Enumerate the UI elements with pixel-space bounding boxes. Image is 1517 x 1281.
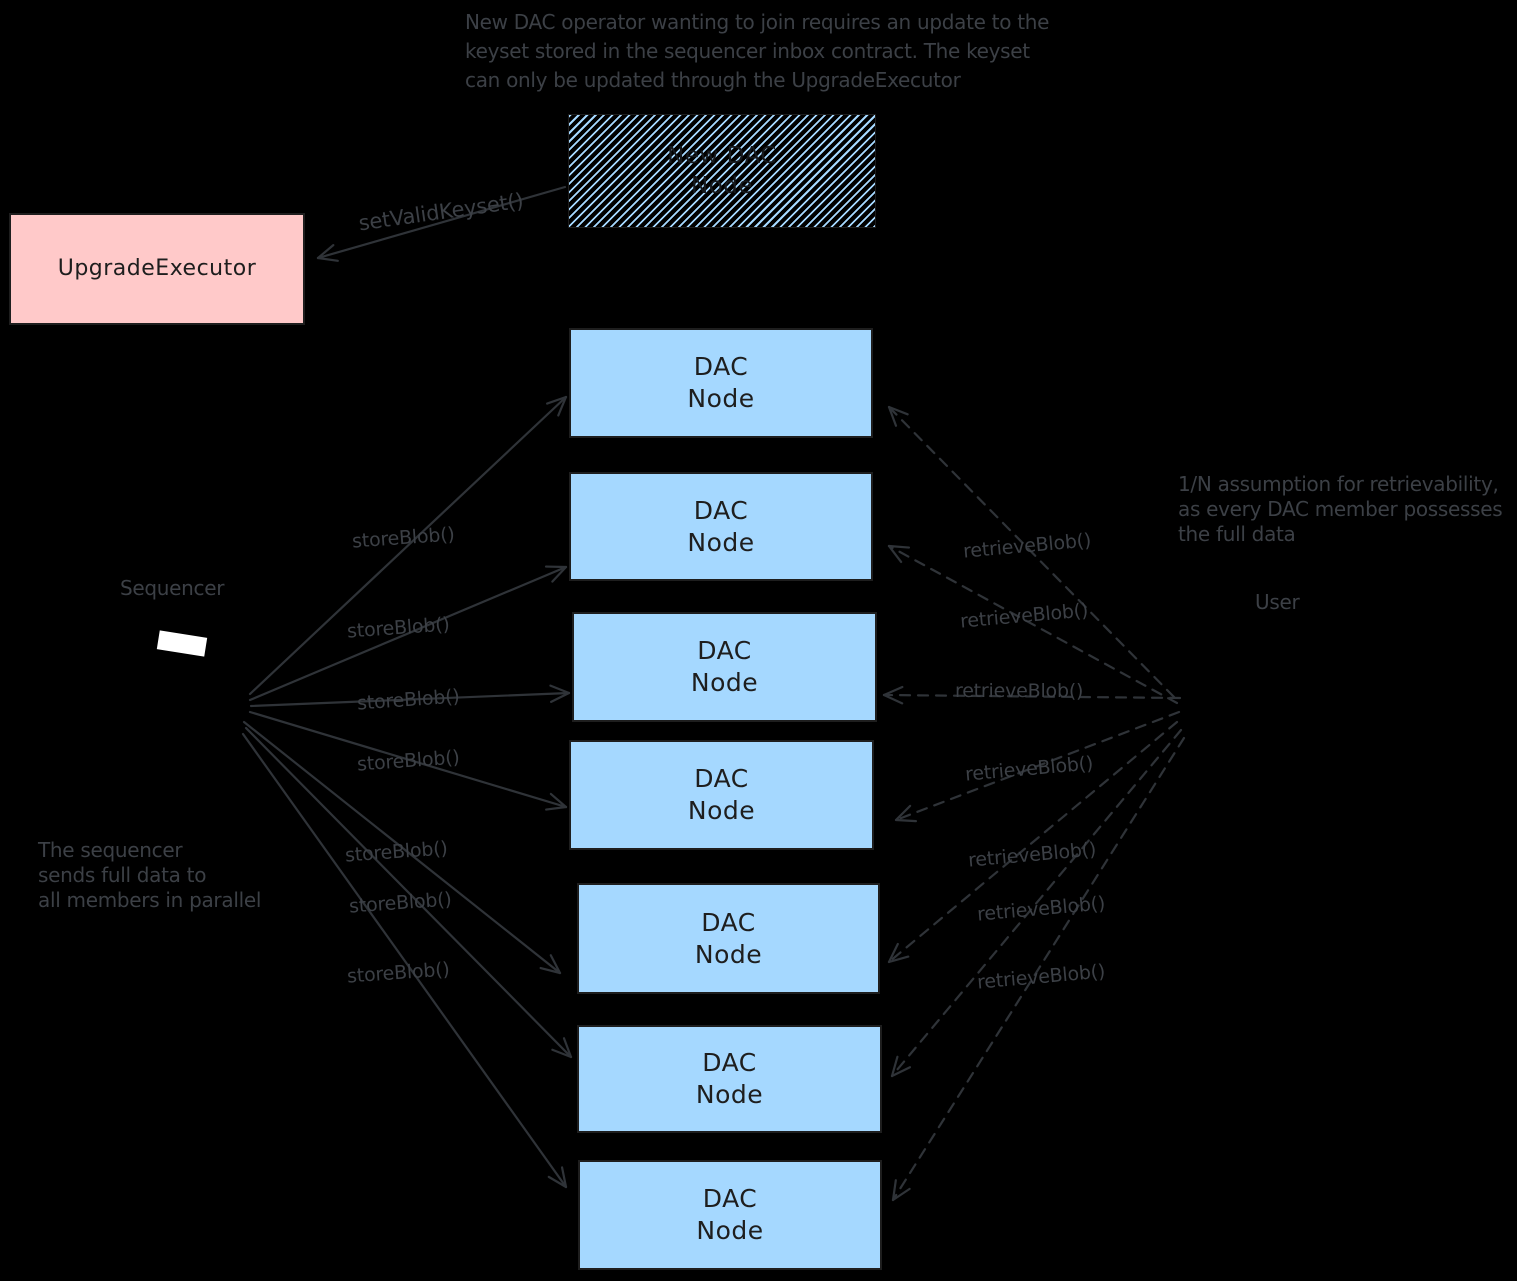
dac-node-box-7: DAC Node — [578, 1160, 882, 1270]
retrieve-blob-arrow-3-head — [882, 685, 904, 697]
store-blob-arrow-7 — [241, 732, 568, 1189]
retrieve-blob-arrow-5 — [887, 720, 1179, 964]
store-blob-arrow-4-head — [549, 792, 568, 809]
dac-node-line1: DAC — [697, 636, 752, 665]
dac-node-line1: DAC — [702, 1184, 758, 1213]
upgrade-executor-box: UpgradeExecutor — [9, 213, 305, 325]
dac-node-line1: DAC — [702, 1048, 757, 1077]
retrieve-blob-arrow-6-head — [890, 1066, 912, 1078]
store-blob-arrow-6 — [244, 726, 573, 1059]
store-blob-arrow-6-head — [551, 1048, 573, 1059]
store-blob-arrow-6-head — [562, 1037, 573, 1059]
dac-node-line1: DAC — [693, 495, 749, 525]
retrieve-blob-label-3: retrieveBlob() — [955, 680, 1084, 702]
retrieve-blob-arrow-1-head — [887, 405, 898, 427]
store-blob-arrow-2-head — [551, 565, 568, 583]
new-dac-node-label-line2: Node — [690, 173, 754, 199]
store-blob-arrow-5-head — [549, 954, 562, 975]
store-blob-arrow-1-head — [546, 395, 568, 405]
dac-node-line1: DAC — [701, 907, 756, 937]
store-blob-arrow-7-head — [560, 1166, 568, 1189]
store-blob-arrow-3-head — [549, 684, 571, 695]
retrieve-blob-arrow-1-head — [887, 405, 909, 416]
dac-node-line2: Node — [687, 384, 755, 413]
store-blob-arrow-4 — [248, 710, 568, 809]
note-line: The sequencer — [38, 838, 183, 862]
sequencer-label: Sequencer — [120, 576, 225, 600]
retrieve-blob-arrow-4 — [894, 710, 1181, 822]
dac-node-box-4: DAC Node — [569, 740, 874, 850]
retrieve-blob-arrow-6 — [890, 728, 1183, 1078]
new-dac-node-label-line1: New DAC — [667, 143, 777, 169]
retrieve-blob-arrow-3-head — [882, 693, 904, 705]
store-blob-arrow-3 — [249, 691, 571, 708]
note-line: can only be updated through the UpgradeE… — [465, 68, 961, 92]
upgrade-executor-label: UpgradeExecutor — [57, 256, 257, 281]
store-blob-arrow-5 — [242, 720, 562, 975]
dac-node-line1: DAC — [694, 764, 749, 793]
set-valid-keyset-arrow-head — [316, 244, 335, 260]
retrievability-note: 1/N assumption for retrievability, as ev… — [1178, 472, 1503, 547]
store-blob-arrow-7-head — [547, 1175, 568, 1189]
retrieve-blob-arrow-7-head — [891, 1187, 911, 1202]
note-line: 1/N assumption for retrievability, — [1178, 472, 1499, 496]
dac-node-box-1: DAC Node — [569, 328, 873, 438]
retrieve-blob-arrow-2-head — [887, 544, 903, 564]
retrieve-blob-arrow-7-head — [891, 1179, 897, 1202]
dac-node-line2: Node — [687, 527, 755, 557]
note-line: keyset stored in the sequencer inbox con… — [465, 39, 1030, 63]
store-blob-arrow-1 — [248, 395, 568, 696]
dac-node-line2: Node — [696, 1216, 764, 1245]
store-blob-arrow-3-head — [549, 691, 571, 703]
sequencer-note: The sequencer sends full data to all mem… — [38, 838, 261, 913]
retrieve-blob-arrow-2 — [887, 544, 1179, 705]
note-line: as every DAC member possesses — [1178, 497, 1503, 521]
user-label: User — [1255, 590, 1300, 614]
set-valid-keyset-arrow — [316, 185, 567, 260]
dac-node-line2: Node — [694, 939, 763, 969]
note-line: New DAC operator wanting to join require… — [465, 10, 1050, 34]
store-blob-arrow-5-head — [539, 966, 562, 975]
store-blob-arrow-4-head — [545, 805, 568, 811]
retrieve-blob-arrow-4-head — [894, 804, 912, 822]
retrieve-blob-arrow-3 — [882, 693, 1182, 700]
dac-node-line1: DAC — [693, 352, 749, 381]
note-line: all members in parallel — [38, 888, 262, 912]
dac-node-line2: Node — [695, 1080, 764, 1109]
retrieve-blob-arrow-5-head — [887, 942, 899, 964]
note-line: the full data — [1178, 522, 1296, 546]
retrieve-blob-arrow-7 — [891, 736, 1186, 1202]
retrieve-blob-arrow-6-head — [890, 1055, 899, 1078]
store-blob-arrow-1-head — [557, 395, 568, 417]
note-line: sends full data to — [38, 863, 207, 887]
dac-node-box-6: DAC Node — [577, 1025, 882, 1133]
set-valid-keyset-arrow-head — [316, 256, 339, 262]
keyset-update-note: New DAC operator wanting to join require… — [465, 8, 1049, 95]
new-dac-node-box: New DAC Node — [568, 114, 876, 228]
retrieve-blob-arrow-5-head — [887, 955, 910, 964]
store-blob-arrow-2 — [248, 565, 568, 702]
dac-node-line2: Node — [690, 668, 759, 697]
retrieve-blob-arrow-2-head — [887, 544, 911, 549]
dac-node-box-3: DAC Node — [572, 612, 877, 722]
retrieve-blob-arrow-4-head — [894, 818, 918, 823]
dac-node-line2: Node — [687, 796, 756, 825]
retrieve-blob-arrow-1 — [887, 405, 1176, 699]
